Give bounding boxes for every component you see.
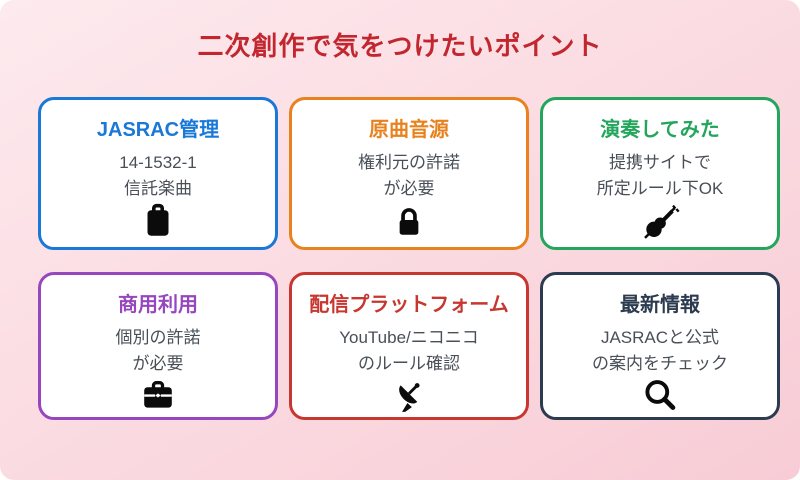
clipboard-icon	[140, 203, 176, 239]
briefcase-icon	[138, 377, 178, 413]
card-line: の案内をチェック	[592, 354, 728, 373]
card-line: のルール確認	[358, 354, 460, 373]
search-icon	[642, 377, 678, 413]
card-line: 提携サイトで	[609, 153, 711, 172]
card-line: 14-1532-1	[119, 153, 197, 172]
card-line: YouTube/ニコニコ	[339, 328, 479, 347]
card-title: 商用利用	[118, 294, 198, 316]
card-grid: JASRAC管理 14-1532-1 信託楽曲 原曲音源 権利元の許諾 が必要	[38, 97, 780, 420]
card-streaming-platform: 配信プラットフォーム YouTube/ニコニコ のルール確認	[289, 272, 529, 420]
card-line: 信託楽曲	[124, 179, 192, 198]
card-line: 個別の許諾	[115, 328, 201, 347]
page-title: 二次創作で気をつけたいポイント	[197, 31, 603, 61]
card-title: JASRAC管理	[96, 119, 220, 141]
card-line: 所定ルール下OK	[596, 179, 724, 198]
card-title: 原曲音源	[369, 119, 449, 141]
lock-icon	[392, 205, 426, 239]
card-cover-performance: 演奏してみた 提携サイトで 所定ルール下OK	[540, 97, 780, 250]
card-title: 演奏してみた	[600, 119, 720, 141]
card-line: が必要	[383, 179, 435, 198]
card-original-audio: 原曲音源 権利元の許諾 が必要	[289, 97, 529, 250]
card-title: 配信プラットフォーム	[309, 294, 509, 316]
card-line: が必要	[132, 354, 184, 373]
card-line: JASRACと公式	[600, 328, 720, 347]
card-latest-info: 最新情報 JASRACと公式 の案内をチェック	[540, 272, 780, 420]
card-line: 権利元の許諾	[358, 153, 460, 172]
card-jasrac-management: JASRAC管理 14-1532-1 信託楽曲	[38, 97, 278, 250]
card-commercial-use: 商用利用 個別の許諾 が必要	[38, 272, 278, 420]
card-title: 最新情報	[620, 294, 700, 316]
violin-icon	[640, 202, 680, 242]
satellite-dish-icon	[390, 377, 428, 415]
